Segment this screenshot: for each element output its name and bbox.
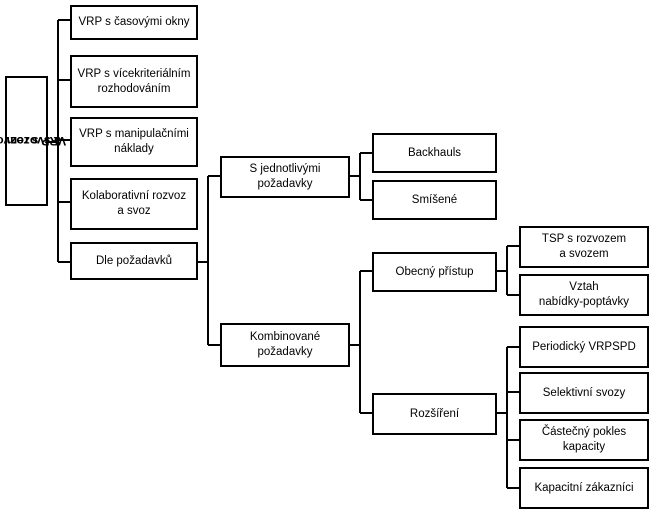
node-supply-demand: Vztah nabídky-poptávky bbox=[519, 274, 649, 316]
node-combined-demand: Kombinované požadavky bbox=[220, 323, 350, 367]
node-partial-capacity-drop: Částečný pokles kapacity bbox=[519, 419, 649, 461]
node-mixed: Smíšené bbox=[372, 180, 497, 220]
root-label-line2: a svozem bbox=[6, 134, 61, 148]
node-capacity-customers: Kapacitní zákazníci bbox=[519, 467, 649, 509]
node-general-approach: Obecný přístup bbox=[372, 252, 497, 292]
node-by-demand: Dle požadavků bbox=[70, 242, 198, 280]
node-multicriteria: VRP s vícekriteriálním rozhodováním bbox=[70, 55, 198, 108]
node-handling-costs: VRP s manipulačními náklady bbox=[70, 117, 198, 167]
node-single-demand: S jednotlivými požadavky bbox=[220, 156, 350, 198]
node-backhauls: Backhauls bbox=[372, 133, 497, 173]
node-time-windows: VRP s časovými okny bbox=[70, 5, 198, 40]
node-extension: Rozšíření bbox=[372, 393, 497, 435]
node-periodic-vrpspd: Periodický VRPSPD bbox=[519, 326, 649, 368]
node-selective-pickups: Selektivní svozy bbox=[519, 372, 649, 414]
node-collaborative: Kolaborativní rozvoz a svoz bbox=[70, 178, 198, 230]
node-tsp-pickup-delivery: TSP s rozvozem a svozem bbox=[519, 226, 649, 268]
